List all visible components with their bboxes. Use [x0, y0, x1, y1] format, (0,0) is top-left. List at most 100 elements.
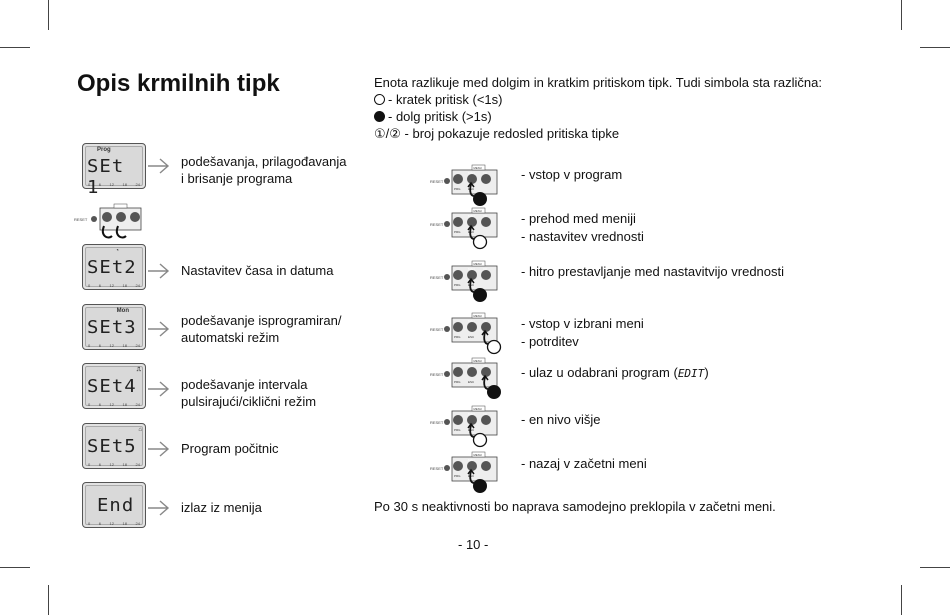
svg-text:OK: OK	[483, 458, 487, 462]
keypad-icon: RESET MENU PRG MAN ESC OK	[430, 451, 498, 493]
menu-description: izlaz iz menija	[181, 500, 262, 515]
svg-text:MENU: MENU	[474, 166, 482, 170]
crop-mark	[48, 0, 49, 30]
svg-text:MENU: MENU	[474, 359, 482, 363]
lcd-text: SEt 1	[87, 156, 125, 198]
action-description: - en nivo višje	[521, 412, 601, 427]
lcd-indicator: Mon	[116, 308, 129, 314]
page-number: - 10 -	[458, 537, 489, 552]
svg-text:RESET: RESET	[430, 222, 444, 227]
svg-text:MAN: MAN	[468, 319, 475, 323]
svg-text:RESET: RESET	[430, 179, 444, 184]
svg-text:MENU: MENU	[474, 453, 482, 457]
crop-mark	[0, 47, 30, 48]
arrow-right-icon	[148, 500, 170, 516]
edit-seg-label: EDIT	[677, 367, 705, 380]
svg-text:MAN: MAN	[468, 364, 475, 368]
lcd-text: End	[97, 495, 135, 516]
short-press-icon	[374, 94, 385, 105]
svg-text:RESET: RESET	[430, 372, 444, 377]
crop-mark	[920, 567, 950, 568]
keypad-press-diagram: RESET MENU PRG MAN ESC OK	[430, 162, 502, 206]
house-icon: ⌂	[138, 427, 142, 433]
svg-text:RESET: RESET	[430, 327, 444, 332]
svg-text:OK: OK	[483, 171, 487, 175]
crop-mark	[901, 585, 902, 615]
svg-text:PRG: PRG	[454, 187, 461, 191]
svg-text:MAN: MAN	[468, 171, 475, 175]
svg-text:MENU: MENU	[474, 407, 482, 411]
svg-text:OK: OK	[483, 267, 487, 271]
keypad-press-diagram: RESET MENU PRG MAN ESC OK	[430, 310, 502, 355]
keypad-icon: RESET MENU PRG MAN ESC OK	[430, 312, 502, 355]
svg-text:PRG: PRG	[454, 380, 461, 384]
lcd-indicator: Prog	[97, 147, 111, 153]
svg-text:MAN: MAN	[468, 412, 475, 416]
svg-text:MAN: MAN	[468, 458, 475, 462]
svg-text:PRG: PRG	[454, 283, 461, 287]
lcd-text: SEt2	[87, 257, 137, 278]
svg-text:MENU: MENU	[474, 209, 482, 213]
page-title: Opis krmilnih tipk	[77, 70, 280, 97]
clock-icon: ◔	[115, 248, 119, 254]
svg-text:ESC: ESC	[468, 187, 475, 191]
svg-text:PRG: PRG	[454, 335, 461, 339]
svg-text:OK: OK	[483, 319, 487, 323]
svg-text:OK: OK	[483, 214, 487, 218]
pulse-icon: ⎍	[136, 367, 141, 373]
svg-text:PRG: PRG	[454, 474, 461, 478]
action-description: - nazaj v začetni meni	[521, 456, 647, 471]
svg-text:ESC: ESC	[468, 474, 475, 478]
keypad-icon: RESET MENU PRG MAN ESC OK	[430, 207, 498, 250]
svg-text:ESC: ESC	[468, 335, 475, 339]
footer-note: Po 30 s neaktivnosti bo naprava samodejn…	[374, 499, 776, 514]
crop-mark	[901, 0, 902, 30]
arrow-right-icon	[148, 158, 170, 174]
keypad-press-diagram: RESET MENU PRG MAN ESC OK	[430, 449, 502, 493]
menu-description: podešavanje isprogramiran/automatski rež…	[181, 313, 342, 345]
menu-description: Program počitnic	[181, 441, 279, 456]
svg-text:RESET: RESET	[430, 466, 444, 471]
keypad-icon: RESET	[74, 203, 142, 239]
keypad-icon: RESET MENU PRG MAN ESC OK	[430, 164, 498, 206]
svg-text:OK: OK	[483, 364, 487, 368]
lcd-text: SEt3	[87, 317, 137, 338]
crop-mark	[48, 585, 49, 615]
arrow-right-icon	[148, 441, 170, 457]
keypad-press-diagram: RESET MENU PRG MAN ESC OK	[430, 355, 502, 399]
svg-text:MAN: MAN	[468, 214, 475, 218]
svg-text:OK: OK	[483, 412, 487, 416]
svg-text:RESET: RESET	[430, 275, 444, 280]
keypad-press-diagram: RESET MENU PRG MAN ESC OK	[430, 205, 502, 250]
svg-text:MENU: MENU	[474, 262, 482, 266]
long-press-icon	[374, 111, 385, 122]
svg-text:MAN: MAN	[468, 267, 475, 271]
crop-mark	[0, 567, 30, 568]
lcd-text: SEt5	[87, 436, 137, 457]
svg-text:MENU: MENU	[474, 314, 482, 318]
keypad-icon: RESET MENU PRG MAN ESC OK	[430, 357, 501, 399]
svg-text:PRG: PRG	[454, 230, 461, 234]
intro-text: Enota razlikuje med dolgim in kratkim pr…	[374, 75, 822, 141]
svg-text:ESC: ESC	[468, 283, 475, 287]
action-description: - prehod med meniji- nastavitev vrednost…	[521, 211, 644, 244]
action-description: - ulaz u odabrani program (EDIT)	[521, 365, 709, 380]
svg-text:ESC: ESC	[468, 380, 475, 384]
svg-text:ESC: ESC	[468, 230, 475, 234]
action-description: - vstop v program	[521, 167, 623, 182]
crop-mark	[920, 47, 950, 48]
